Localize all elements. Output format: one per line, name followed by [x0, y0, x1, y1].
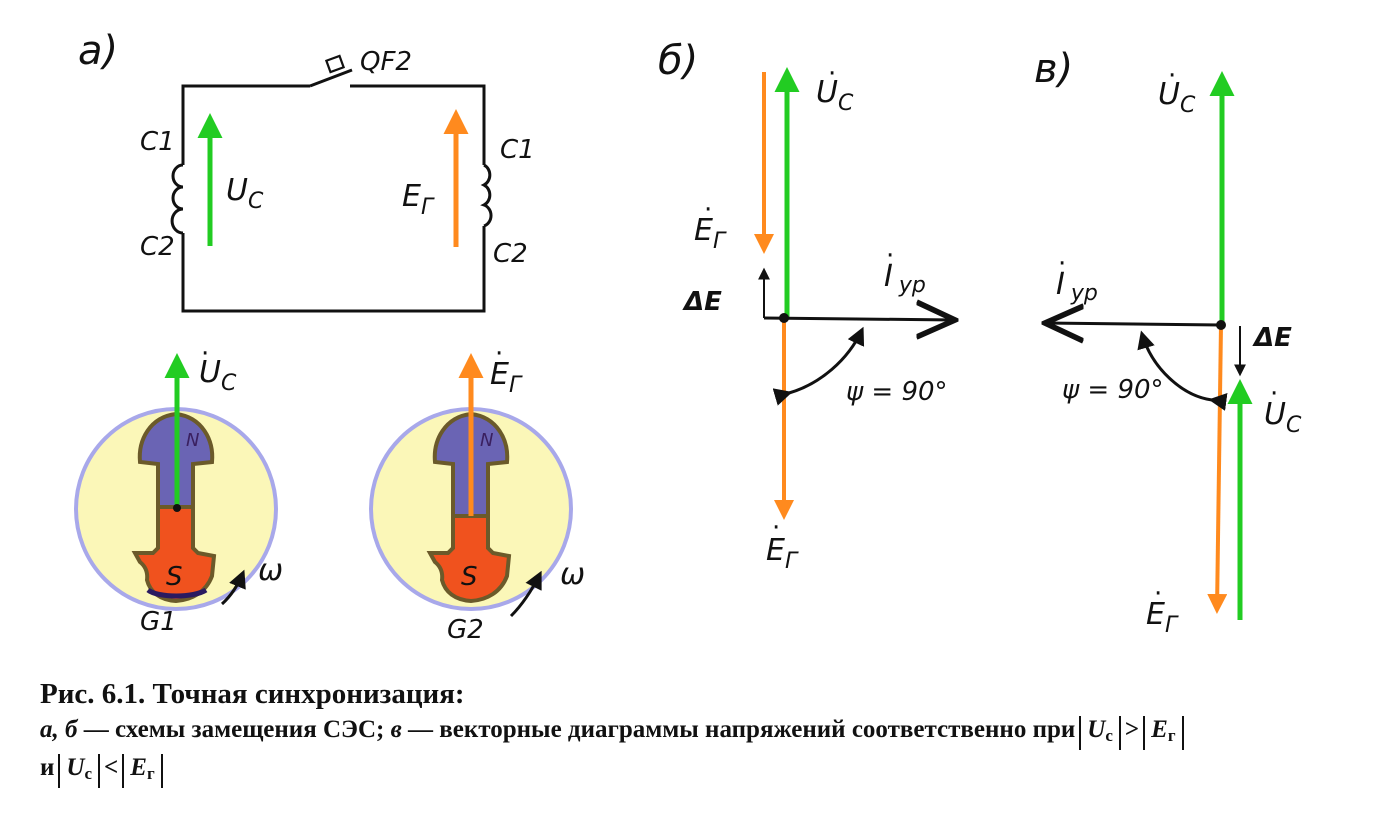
g1-shaft-point	[173, 504, 181, 512]
v-eg-vector	[1207, 324, 1228, 614]
v-angle-label: ψ = 90°	[1062, 375, 1164, 405]
caption-and: и	[40, 754, 55, 781]
figure-canvas: а) QF2 C1 C2 C1 C2 UC EГ N S ω G1	[74, 28, 1302, 645]
v-current-dot: ·	[1058, 249, 1066, 279]
g2-omega-label: ω	[560, 557, 585, 592]
g1-south-pole	[131, 505, 217, 604]
caption-abs-e-1: Eг	[1143, 716, 1184, 750]
left-c2-label: C2	[140, 232, 175, 262]
b-angle-label: ψ = 90°	[846, 377, 948, 407]
breaker-contact	[309, 68, 353, 88]
g2-north-label: N	[480, 430, 493, 451]
v-origin-point	[1216, 320, 1226, 330]
circuit-uc-label: UC	[226, 173, 264, 214]
caption-lt: <	[104, 754, 119, 781]
caption-letters-ab: а, б	[40, 716, 78, 743]
g1-south-label: S	[166, 562, 183, 592]
generator-g2: N S ω G2 · EГ	[369, 339, 585, 645]
b-uc-label: UC	[816, 75, 854, 116]
equivalent-circuit: QF2 C1 C2 C1 C2 UC EГ	[140, 47, 535, 313]
generator-g1: N S ω G1 · UC	[74, 339, 283, 637]
caption-abs-e-2: Eг	[122, 754, 163, 788]
g1-omega-label: ω	[258, 553, 283, 588]
wire-top-left	[181, 84, 310, 165]
b-origin-point	[779, 313, 789, 323]
b-current-dot: ·	[886, 241, 894, 271]
g2-south-label: S	[461, 562, 478, 592]
g1-name-label: G1	[140, 607, 177, 637]
g2-rotation-arrow	[509, 570, 542, 618]
panel-letter-a: а)	[78, 28, 118, 74]
g1-rotation-arrow	[220, 569, 246, 606]
v-uc-top-dot: ·	[1168, 61, 1176, 91]
b-eg-bottom-dot: ·	[772, 513, 780, 543]
right-c1-label: C1	[500, 135, 535, 165]
g2-south-pole	[426, 514, 512, 604]
v-uc-bottom-dot: ·	[1270, 379, 1278, 409]
g1-pole-edge	[146, 587, 208, 599]
caption-abs-u-1: Uс	[1079, 716, 1121, 750]
b-eg-bottom-label: EГ	[766, 533, 799, 574]
left-c1-label: C1	[140, 127, 175, 157]
caption-abs-u-2: Uс	[58, 754, 101, 788]
wire-bottom	[181, 226, 486, 313]
v-delta-label: ΔE	[1252, 323, 1292, 353]
v-uc-top-label: UC	[1158, 77, 1196, 118]
breaker-label: QF2	[360, 47, 412, 77]
caption-letter-v: в	[390, 716, 402, 743]
figure-caption: Рис. 6.1. Точная синхронизация: а, б — с…	[40, 676, 1370, 788]
g2-eg-dot: ·	[495, 339, 503, 369]
g1-uc-label: UC	[199, 355, 237, 396]
v-current-vector	[1045, 323, 1222, 325]
g2-eg-label: EГ	[490, 357, 523, 398]
breaker-actuator	[324, 54, 346, 74]
b-uc-dot: ·	[828, 59, 836, 89]
caption-line-1: а, б — схемы замещения СЭС; в — векторны…	[40, 712, 1370, 750]
wire-top-right	[350, 84, 486, 165]
panel-letter-v: в)	[1034, 46, 1073, 92]
v-eg-label: EГ	[1146, 597, 1179, 638]
g2-name-label: G2	[447, 615, 484, 645]
b-current-vector	[763, 318, 955, 320]
g1-north-label: N	[186, 430, 199, 451]
caption-text-2: — векторные диаграммы напряжений соответ…	[401, 716, 1076, 743]
caption-title: Рис. 6.1. Точная синхронизация:	[40, 678, 465, 710]
caption-text-1: — схемы замещения СЭС;	[77, 716, 391, 743]
caption-gt: >	[1124, 716, 1140, 743]
b-angle-arc	[772, 326, 865, 406]
circuit-eg-label: EГ	[402, 179, 435, 220]
v-angle-arc	[1137, 330, 1228, 411]
v-uc-bottom-label: UC	[1264, 397, 1302, 438]
v-eg-dot: ·	[1154, 579, 1162, 609]
left-winding-coil	[170, 163, 184, 235]
panel-letter-b: б)	[658, 38, 698, 84]
right-winding-coil	[480, 163, 493, 228]
right-c2-label: C2	[493, 239, 528, 269]
g1-uc-dot: ·	[201, 339, 209, 369]
b-delta-label: ΔE	[682, 287, 722, 317]
b-eg-top-dot: ·	[704, 195, 712, 225]
b-eg-top-label: EГ	[694, 213, 727, 254]
